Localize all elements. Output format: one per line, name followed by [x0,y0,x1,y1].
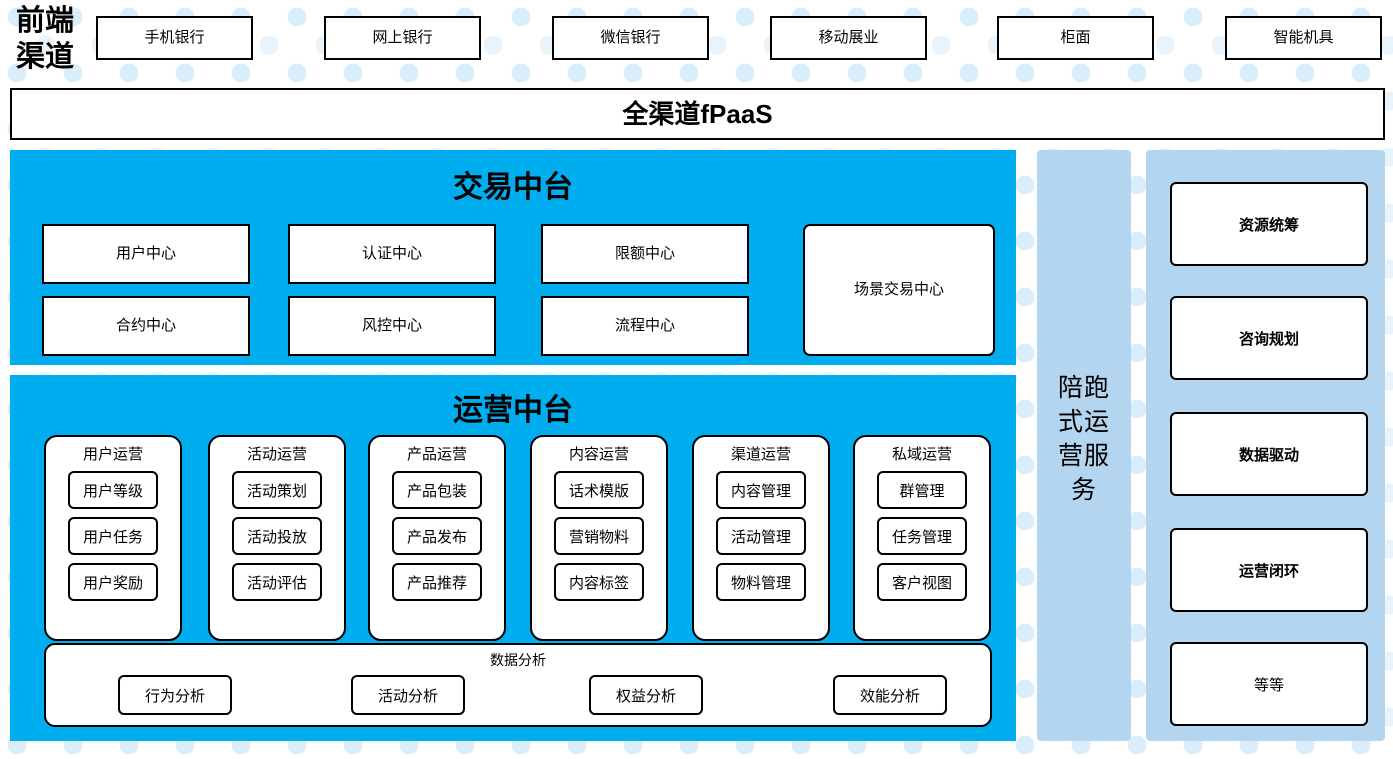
ops-item[interactable]: 活动投放 [232,517,322,555]
ops-group-title: 内容运营 [568,446,629,463]
channel-box-mobile-bank[interactable]: 手机银行 [96,16,253,60]
channel-box-wechat-bank[interactable]: 微信银行 [552,16,709,60]
ops-group-user[interactable]: 用户运营 用户等级 用户任务 用户奖励 [44,435,182,641]
accompany-service-label: 陪跑 式运 营服 务 [1037,371,1131,507]
ops-item[interactable]: 群管理 [877,471,967,509]
service-capability-etc[interactable]: 等等 [1170,642,1368,726]
ops-item[interactable]: 用户等级 [68,471,158,509]
ops-item[interactable]: 活动策划 [232,471,322,509]
front-channel-label-line-2: 渠道 [15,41,74,73]
ops-item[interactable]: 用户任务 [68,517,158,555]
ops-item[interactable]: 产品包装 [392,471,482,509]
ops-platform-panel: 运营中台 用户运营 用户等级 用户任务 用户奖励 活动运营 活动策划 活动投放 … [10,375,1016,741]
ops-platform-title: 运营中台 [453,394,573,427]
ops-group-title: 产品运营 [406,446,467,463]
ops-item[interactable]: 用户奖励 [68,563,158,601]
trade-item-limit-center[interactable]: 限额中心 [541,224,749,284]
service-capability-consulting[interactable]: 咨询规划 [1170,296,1368,380]
data-analysis-title: 数据分析 [490,652,546,668]
data-analysis-item-campaign[interactable]: 活动分析 [351,675,465,715]
channel-box-mobile-field[interactable]: 移动展业 [770,16,927,60]
accompany-service-label-line-2: 式运 [1057,408,1110,436]
ops-item[interactable]: 内容管理 [716,471,806,509]
ops-item[interactable]: 产品发布 [392,517,482,555]
trade-item-auth-center[interactable]: 认证中心 [288,224,496,284]
trade-item-riskctl-center[interactable]: 风控中心 [288,296,496,356]
service-capability-closed-loop[interactable]: 运营闭环 [1170,528,1368,612]
ops-group-product[interactable]: 产品运营 产品包装 产品发布 产品推荐 [368,435,506,641]
omnichannel-fpaas-bar[interactable]: 全渠道fPaaS [10,88,1385,140]
channel-box-online-bank[interactable]: 网上银行 [324,16,481,60]
ops-group-campaign[interactable]: 活动运营 活动策划 活动投放 活动评估 [208,435,346,641]
ops-group-content[interactable]: 内容运营 话术模版 营销物料 内容标签 [530,435,668,641]
ops-group-channel[interactable]: 渠道运营 内容管理 活动管理 物料管理 [692,435,830,641]
front-channel-label: 前端 渠道 [2,2,88,76]
ops-item[interactable]: 客户视图 [877,563,967,601]
data-analysis-card[interactable]: 数据分析 行为分析 活动分析 权益分析 效能分析 [44,643,992,727]
trade-item-scenario-trade-center[interactable]: 场景交易中心 [803,224,995,356]
ops-item[interactable]: 活动评估 [232,563,322,601]
accompany-service-label-line-1: 陪跑 [1057,374,1110,402]
front-channel-label-line-1: 前端 [15,5,74,37]
accompany-service-label-line-4: 务 [1070,476,1097,504]
data-analysis-item-efficiency[interactable]: 效能分析 [833,675,947,715]
ops-item[interactable]: 产品推荐 [392,563,482,601]
ops-group-title: 活动运营 [246,446,307,463]
ops-group-title: 渠道运营 [730,446,791,463]
ops-item[interactable]: 内容标签 [554,563,644,601]
ops-group-title: 私域运营 [891,446,952,463]
trade-item-contract-center[interactable]: 合约中心 [42,296,250,356]
data-analysis-item-rights[interactable]: 权益分析 [589,675,703,715]
accompany-service-label-line-3: 营服 [1057,442,1110,470]
ops-group-title: 用户运营 [82,446,143,463]
service-capabilities-column: 资源统筹 咨询规划 数据驱动 运营闭环 等等 [1146,150,1385,741]
accompany-service-column: 陪跑 式运 营服 务 [1037,150,1131,741]
trade-platform-panel: 交易中台 用户中心 认证中心 限额中心 合约中心 风控中心 流程中心 场景交易中… [10,150,1016,365]
channel-box-counter[interactable]: 柜面 [997,16,1154,60]
service-capability-data-driven[interactable]: 数据驱动 [1170,412,1368,496]
ops-item[interactable]: 活动管理 [716,517,806,555]
trade-item-process-center[interactable]: 流程中心 [541,296,749,356]
service-capability-resource[interactable]: 资源统筹 [1170,182,1368,266]
ops-item[interactable]: 营销物料 [554,517,644,555]
ops-item[interactable]: 物料管理 [716,563,806,601]
data-analysis-item-behavior[interactable]: 行为分析 [118,675,232,715]
trade-item-user-center[interactable]: 用户中心 [42,224,250,284]
ops-item[interactable]: 话术模版 [554,471,644,509]
trade-platform-title: 交易中台 [453,171,573,204]
ops-item[interactable]: 任务管理 [877,517,967,555]
ops-group-private-domain[interactable]: 私域运营 群管理 任务管理 客户视图 [853,435,991,641]
channel-box-smart-machine[interactable]: 智能机具 [1225,16,1382,60]
